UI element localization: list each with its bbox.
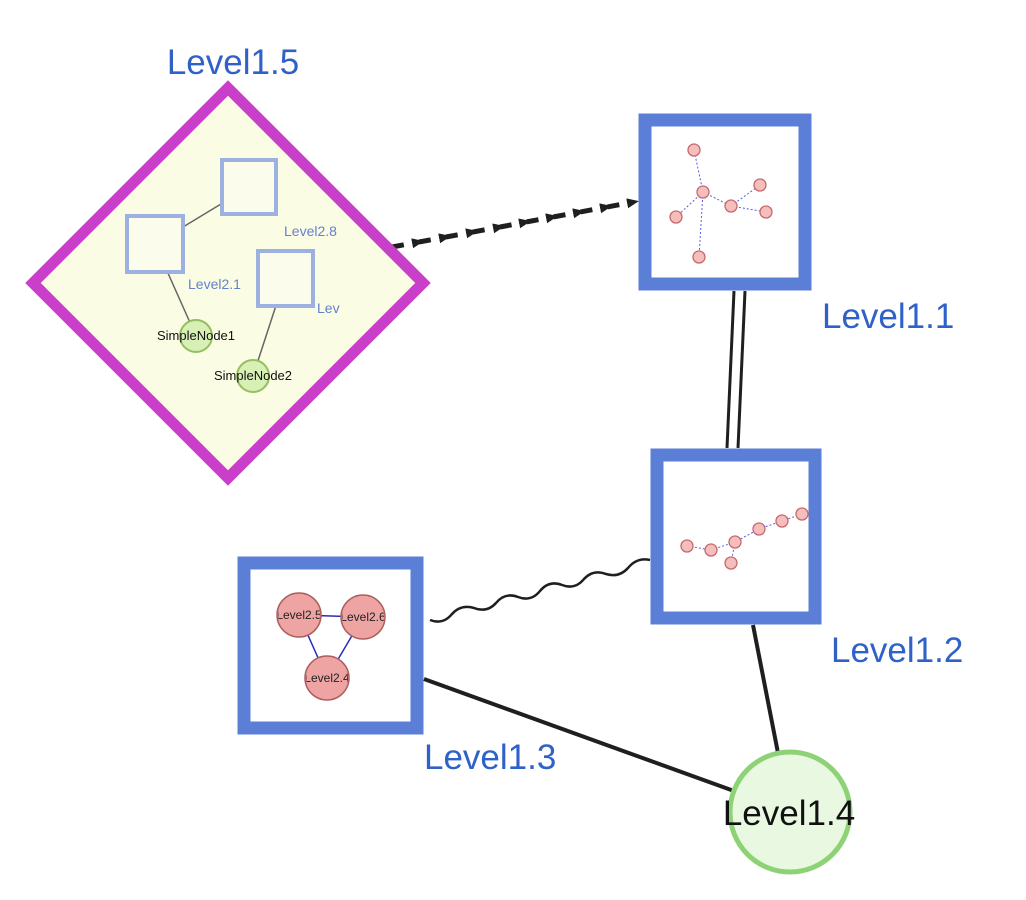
inner-node-simplenode2[interactable] xyxy=(236,359,270,393)
edge-level11-to-level12[interactable] xyxy=(725,290,747,449)
node-level1-1 xyxy=(638,113,812,291)
node-level1-1-thumbnail-graph xyxy=(669,143,773,264)
node-level1-1-label: Level1.1 xyxy=(822,297,954,336)
inner-node-level2-6-label: Level2.6 xyxy=(340,610,386,624)
inner-node-simplenode1[interactable] xyxy=(179,319,213,353)
node-level1-4-shape[interactable] xyxy=(727,749,853,875)
node-level1-1-shape[interactable] xyxy=(638,113,812,291)
inner-node-level2-8[interactable] xyxy=(220,158,278,216)
group-node-level1-5-label: Level1.5 xyxy=(167,43,299,82)
inner-node-level2-5-label: Level2.5 xyxy=(276,608,322,622)
node-level1-3-shape[interactable] xyxy=(237,556,424,735)
group-node-level1-5: Level2.8 Level2.1 Lev SimpleNode1 Simple… xyxy=(25,80,431,486)
node-level1-2 xyxy=(650,448,822,625)
inner-node-level2-x-label: Lev xyxy=(317,300,340,316)
inner-node-level2-4-label: Level2.4 xyxy=(304,671,350,685)
edge-level15-to-level11[interactable] xyxy=(391,198,639,250)
inner-node-level2-1[interactable] xyxy=(125,214,185,274)
group-node-level1-5-shape[interactable] xyxy=(25,80,431,486)
node-level1-2-label: Level1.2 xyxy=(831,631,963,670)
inner-node-level2-4[interactable] xyxy=(304,655,350,701)
simplenode1-label: SimpleNode1 xyxy=(157,328,235,343)
node-level1-3-label: Level1.3 xyxy=(424,738,556,777)
inner-node-level2-8-label: Level2.8 xyxy=(284,223,337,239)
inner-node-level2-5[interactable] xyxy=(276,592,322,638)
node-level1-3: Level2.5 Level2.6 Level2.4 xyxy=(237,556,424,735)
edge-level12-to-level14[interactable] xyxy=(751,624,780,754)
node-level1-4-label: Level1.4 xyxy=(723,794,855,833)
simplenode2-label: SimpleNode2 xyxy=(214,368,292,383)
node-level1-3-inner-graph: Level2.5 Level2.6 Level2.4 xyxy=(276,592,386,701)
inner-node-level2-1-label: Level2.1 xyxy=(188,276,241,292)
edge-level13-to-level12[interactable] xyxy=(429,558,651,623)
edge-level13-to-level14[interactable] xyxy=(423,677,735,793)
inner-node-level2-x[interactable] xyxy=(256,249,315,308)
node-level1-2-thumbnail-graph xyxy=(680,507,809,570)
inner-node-level2-6[interactable] xyxy=(340,594,386,640)
